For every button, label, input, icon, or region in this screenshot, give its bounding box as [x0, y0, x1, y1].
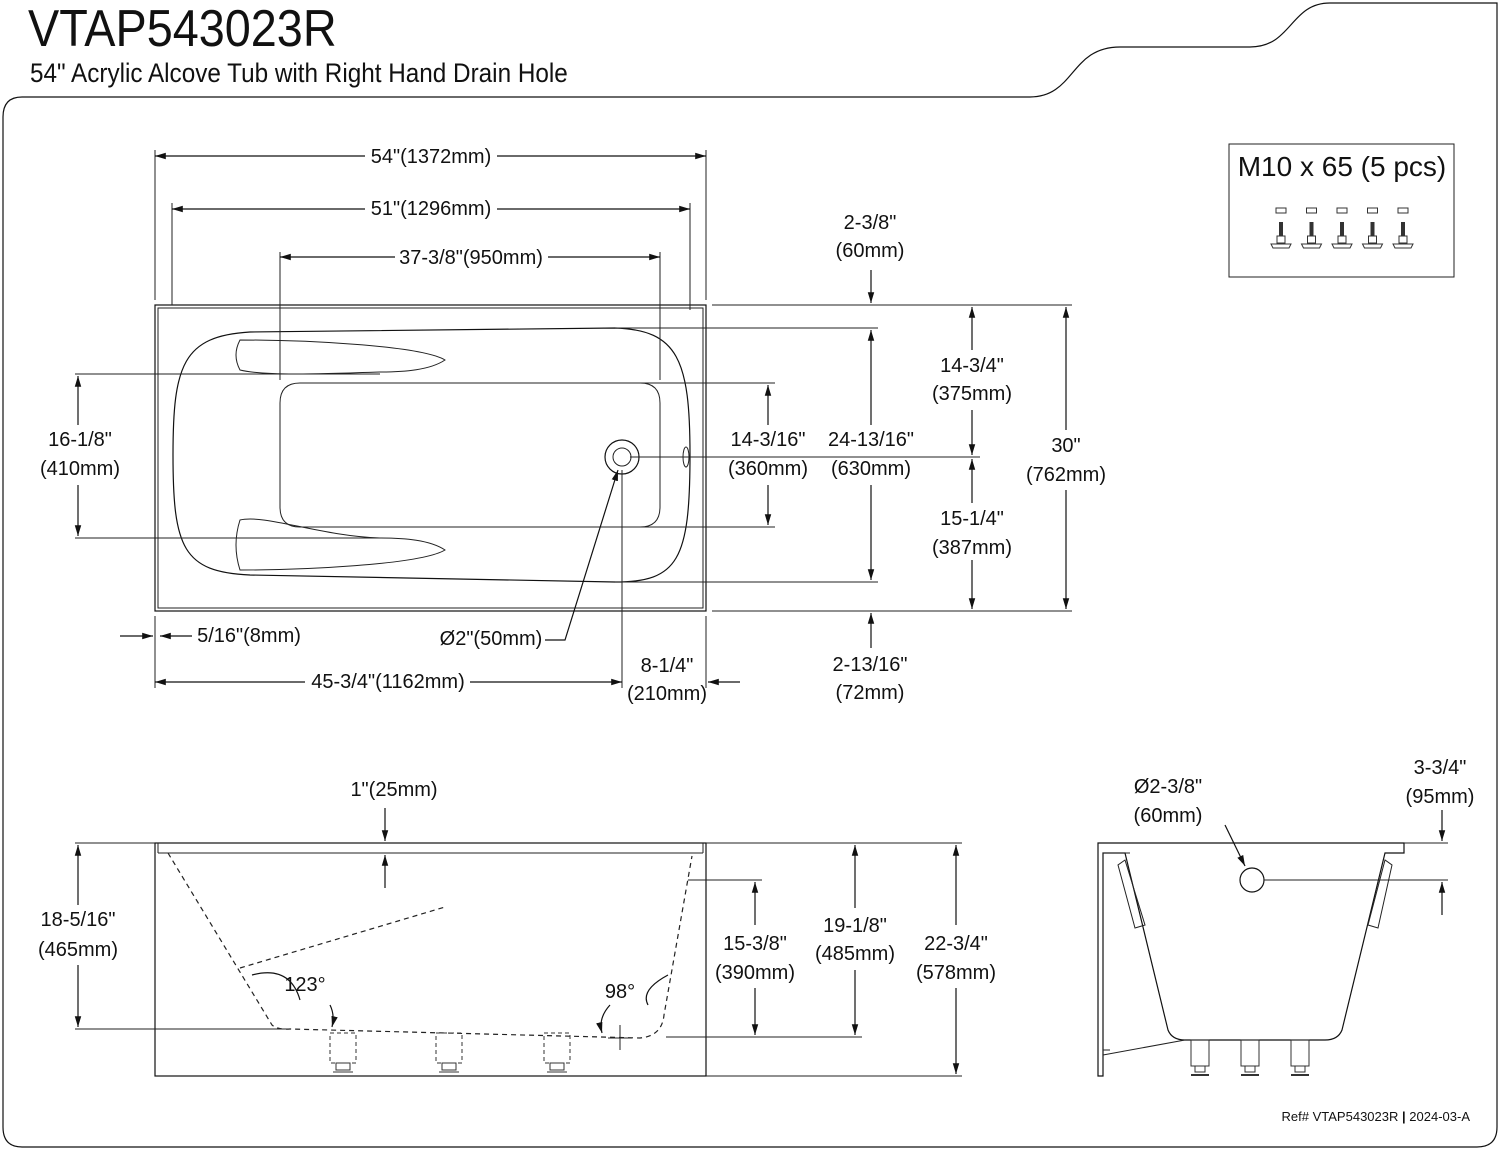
overflow-drop-label-in: 3-3/4" [1414, 757, 1467, 779]
side-flange-label: 5/16"(8mm) [197, 625, 301, 647]
floor-height-label-mm: (465mm) [38, 939, 118, 961]
side-view [1097, 810, 1448, 1077]
overflow-diameter-label-mm: (60mm) [1134, 805, 1203, 827]
basin-length-label: 37-3/8"(950mm) [399, 247, 543, 269]
reference-number: Ref# VTAP543023R [1282, 1109, 1399, 1124]
bolt-icon [1361, 207, 1384, 249]
inner-width-label-in: 24-13/16" [828, 429, 914, 451]
inner-depth-label-mm: (485mm) [815, 943, 895, 965]
side-leveling-leg [1190, 1039, 1210, 1076]
front-rim-label-in: 2-13/16" [833, 654, 908, 676]
leveling-bolt-icons [1270, 207, 1414, 249]
front-view-labels: 1"(25mm) 18-5/16" (465mm) 123° 98° 15-3/… [38, 779, 996, 1003]
overall-height-label-in: 22-3/4" [924, 933, 988, 955]
top-view [74, 150, 1072, 688]
armrest-label-mm: (410mm) [40, 458, 120, 480]
reference-footer: Ref# VTAP543023R | 2024-03-A [1282, 1109, 1471, 1124]
overflow-height-label-mm: (390mm) [715, 962, 795, 984]
leveling-leg [435, 1032, 463, 1073]
front-angle-label: 98° [605, 981, 635, 1003]
drain-from-left-label: 45-3/4"(1162mm) [311, 671, 464, 693]
front-rim-label-mm: (72mm) [836, 682, 905, 704]
bolt-icon [1331, 207, 1353, 249]
basin-width-label-in: 14-3/16" [731, 429, 806, 451]
overall-length-label: 54"(1372mm) [371, 146, 491, 168]
overall-height-label-mm: (578mm) [916, 962, 996, 984]
revision-date: 2024-03-A [1409, 1109, 1470, 1124]
drain-to-front-label-mm: (387mm) [932, 537, 1012, 559]
overflow-hole-side [1239, 867, 1265, 893]
inner-depth-label-in: 19-1/8" [823, 915, 887, 937]
basin-width-label-mm: (360mm) [728, 458, 808, 480]
rim-thickness-label: 1"(25mm) [350, 779, 437, 801]
top-view-labels: 54"(1372mm) 51"(1296mm) 37-3/8"(950mm) 2… [40, 143, 1106, 705]
overflow-diameter-label-in: Ø2-3/8" [1134, 776, 1202, 798]
drain-from-right-label-mm: (210mm) [627, 683, 707, 705]
model-title: VTAP543023R [28, 0, 337, 58]
model-subtitle: 54" Acrylic Alcove Tub with Right Hand D… [30, 59, 568, 88]
hardware-box: M10 x 65 (5 pcs) [1228, 143, 1455, 278]
side-leveling-legs [1190, 1039, 1310, 1076]
side-leveling-leg [1290, 1039, 1310, 1076]
drain-to-back-label-in: 14-3/4" [940, 355, 1004, 377]
drain-diameter-label: Ø2"(50mm) [440, 628, 543, 650]
back-rim-label-in: 2-3/8" [844, 212, 897, 234]
back-rim-label-mm: (60mm) [836, 240, 905, 262]
leveling-leg [329, 1032, 357, 1073]
overall-width-label-mm: (762mm) [1026, 464, 1106, 486]
overall-width-label-in: 30" [1051, 435, 1080, 457]
side-leveling-leg [1240, 1039, 1260, 1076]
back-angle-label: 123° [284, 974, 325, 996]
hardware-label: M10 x 65 (5 pcs) [1238, 151, 1447, 182]
reference-separator: | [1402, 1109, 1406, 1124]
inner-width-label-mm: (630mm) [831, 458, 911, 480]
bolt-icon [1392, 207, 1414, 249]
bolt-icon [1300, 207, 1323, 249]
overflow-drop-label-mm: (95mm) [1406, 786, 1475, 808]
leveling-leg [543, 1032, 571, 1073]
drain-from-right-label-in: 8-1/4" [641, 655, 694, 677]
armrest-label-in: 16-1/8" [48, 429, 112, 451]
bolt-icon [1270, 207, 1292, 249]
side-view-labels: Ø2-3/8" (60mm) 3-3/4" (95mm) [1134, 757, 1475, 827]
front-view [74, 808, 962, 1077]
drain-to-front-label-in: 15-1/4" [940, 508, 1004, 530]
floor-height-label-in: 18-5/16" [41, 909, 116, 931]
rim-length-label: 51"(1296mm) [371, 198, 491, 220]
drain-to-back-label-mm: (375mm) [932, 383, 1012, 405]
leveling-legs [329, 1032, 571, 1073]
overflow-height-label-in: 15-3/8" [723, 933, 787, 955]
